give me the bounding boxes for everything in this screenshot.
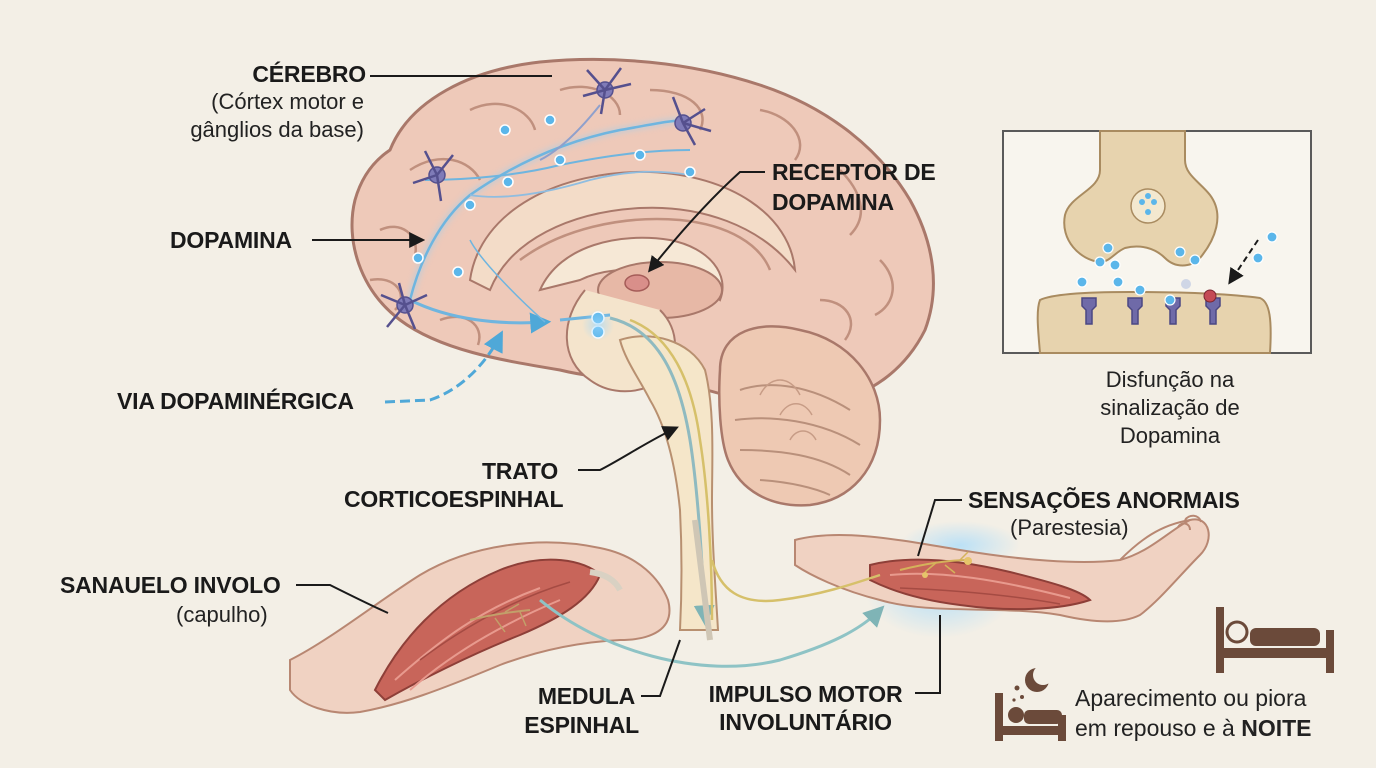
label-trato-1: TRATO bbox=[481, 458, 559, 484]
neuron-2 bbox=[671, 96, 712, 146]
label-capulho: (capulho) bbox=[176, 602, 268, 627]
label-cerebro: CÉREBRO bbox=[252, 61, 366, 87]
label-impulso-2: INVOLUNTÁRIO bbox=[719, 709, 892, 735]
label-repouso-2a: em repouso e à bbox=[1075, 715, 1242, 741]
neuron-4 bbox=[380, 282, 428, 330]
synapse-dopamine-dots bbox=[1076, 231, 1278, 306]
neuron-1 bbox=[582, 67, 632, 115]
label-parestesia: (Parestesia) bbox=[1010, 515, 1129, 540]
label-receptor-2: DOPAMINA bbox=[772, 189, 894, 215]
label-sensacoes: SENSAÇÕES ANORMAIS bbox=[968, 487, 1240, 513]
label-noite: NOITE bbox=[1241, 715, 1312, 741]
label-disfuncao-3: Dopamina bbox=[1119, 423, 1221, 448]
label-disfuncao-1: Disfunção na bbox=[1105, 367, 1235, 392]
sleeping-person-icon bbox=[995, 693, 1066, 741]
dopamine-pathway bbox=[380, 67, 712, 341]
bed-icon bbox=[1216, 607, 1334, 673]
neuron-3 bbox=[412, 150, 454, 202]
synapse-inset bbox=[1002, 130, 1312, 354]
label-repouso-2: em repouso e à NOITE bbox=[1075, 715, 1312, 742]
label-medula-1: MEDULA bbox=[537, 683, 635, 709]
dopamine-receptor-site bbox=[624, 274, 650, 292]
label-sanauelo: SANAUELO INVOLO bbox=[60, 572, 281, 598]
label-repouso-1: Aparecimento ou piora bbox=[1075, 685, 1307, 711]
label-cerebro-sub-1: (Córtex motor e bbox=[211, 89, 364, 114]
label-medula-2: ESPINHAL bbox=[524, 712, 639, 738]
sensory-path bbox=[710, 559, 881, 603]
left-leg bbox=[289, 541, 671, 714]
cerebellum bbox=[718, 325, 882, 507]
label-cerebro-sub-2: gânglios da base) bbox=[190, 117, 364, 142]
label-receptor-1: RECEPTOR DE bbox=[772, 159, 936, 185]
postsynaptic-membrane bbox=[1036, 290, 1272, 354]
label-via: VIA DOPAMINÉRGICA bbox=[117, 388, 354, 414]
motor-impulse-path bbox=[539, 598, 885, 668]
via-pointer bbox=[384, 330, 503, 404]
label-impulso-1: IMPULSO MOTOR bbox=[708, 681, 903, 707]
right-leg bbox=[794, 514, 1210, 638]
label-trato-2: CORTICOESPINHAL bbox=[344, 486, 564, 512]
label-dopamina: DOPAMINA bbox=[170, 227, 292, 253]
spinal-cord bbox=[692, 519, 713, 641]
label-disfuncao-2: sinalização de bbox=[1100, 395, 1240, 420]
leader-lines bbox=[296, 75, 962, 697]
brain bbox=[350, 57, 935, 631]
moon-icon bbox=[1012, 665, 1053, 702]
